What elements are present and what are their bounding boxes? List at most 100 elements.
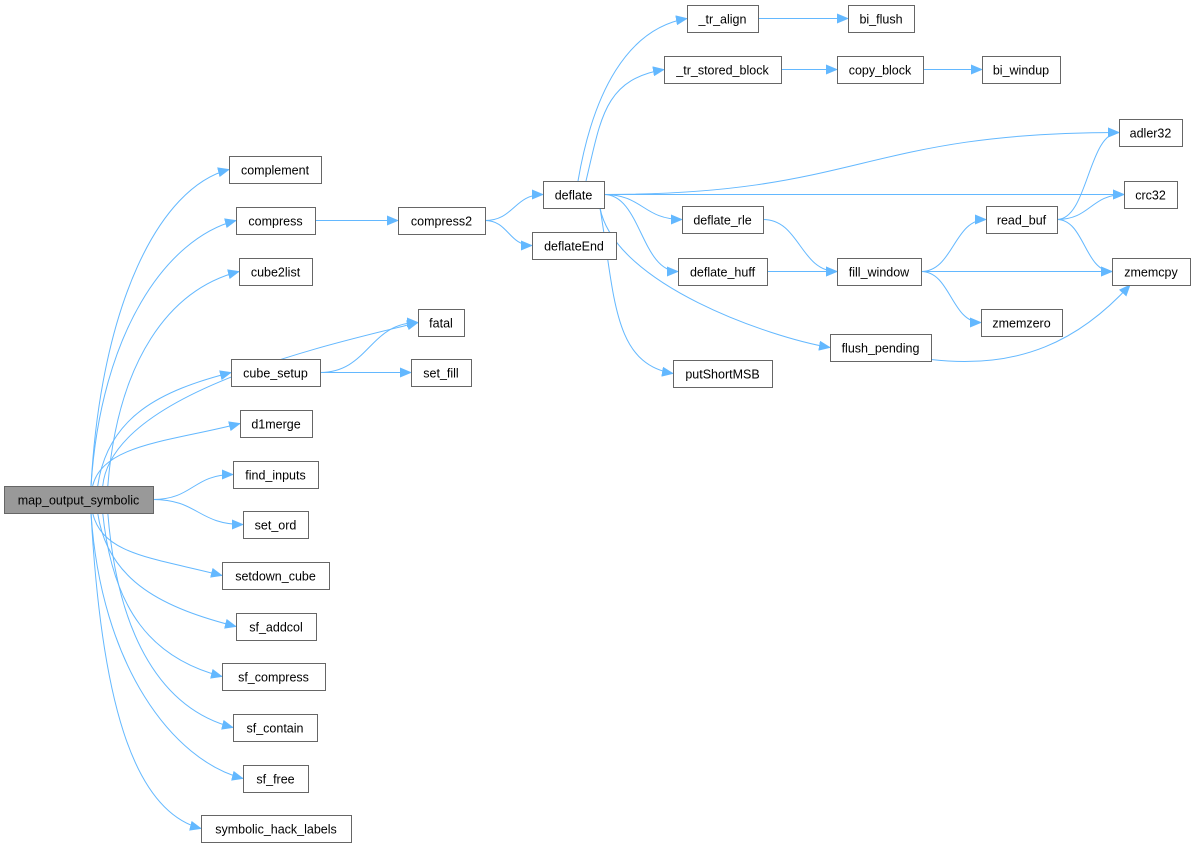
node-bi-flush[interactable]: bi_flush <box>848 5 915 33</box>
node-cube2list[interactable]: cube2list <box>239 258 313 286</box>
node-find-inputs[interactable]: find_inputs <box>233 461 319 489</box>
node-deflate-rle[interactable]: deflate_rle <box>682 206 764 234</box>
node-label: zmemzero <box>992 317 1050 331</box>
node-box <box>1119 119 1183 147</box>
edge-read_buf-to-zmemcpy <box>1056 219 1113 277</box>
node-box <box>837 56 924 84</box>
edge-flush_pending-to-zmemcpy <box>930 284 1131 363</box>
edge-compress2-to-deflate <box>484 189 544 221</box>
node-sf-compress[interactable]: sf_compress <box>222 663 326 691</box>
node-deflate-huff[interactable]: deflate_huff <box>678 258 768 286</box>
node-label: deflate_rle <box>693 214 751 228</box>
node-box <box>986 206 1058 234</box>
node-box <box>532 232 617 260</box>
edge-cube_setup-to-fatal <box>319 317 419 373</box>
node-box <box>240 410 313 438</box>
node-zmemzero[interactable]: zmemzero <box>981 309 1063 337</box>
edge-fill_window-to-read_buf <box>920 214 987 272</box>
node-box <box>243 765 309 793</box>
node-label: sf_contain <box>247 722 304 736</box>
node-label: cube_setup <box>243 367 308 381</box>
edge-deflate_rle-to-fill_window <box>762 219 838 277</box>
node-label: zmemcpy <box>1124 266 1178 280</box>
edge-map_output_symbolic-to-sf_addcol <box>97 512 237 629</box>
node-box <box>229 156 322 184</box>
node-fill-window[interactable]: fill_window <box>837 258 922 286</box>
node-box <box>233 461 319 489</box>
edge-map_output_symbolic-to-symbolic_hack_labels <box>90 512 202 831</box>
node-box <box>4 486 154 514</box>
node-map-output-symbolic[interactable]: map_output_symbolic <box>4 486 154 514</box>
node-read-buf[interactable]: read_buf <box>986 206 1058 234</box>
node-label: setdown_cube <box>235 570 316 584</box>
node-label: crc32 <box>1135 189 1166 203</box>
node-label: deflateEnd <box>544 240 604 254</box>
node-label: deflate <box>555 189 593 203</box>
edge-map_output_symbolic-to-complement <box>90 167 230 487</box>
node-flush-pending[interactable]: flush_pending <box>830 334 932 362</box>
node-bi-windup[interactable]: bi_windup <box>982 56 1061 84</box>
node-set-ord[interactable]: set_ord <box>243 511 309 539</box>
node-box <box>222 663 326 691</box>
node-label: set_fill <box>423 367 458 381</box>
node-deflateEnd[interactable]: deflateEnd <box>532 232 617 260</box>
edge-compress2-to-deflateEnd <box>484 220 533 251</box>
node-box <box>233 714 318 742</box>
edge-map_output_symbolic-to-d1merge <box>92 421 241 487</box>
node-sf-contain[interactable]: sf_contain <box>233 714 318 742</box>
node-label: sf_compress <box>238 671 309 685</box>
node-box <box>243 511 309 539</box>
edge-map_output_symbolic-to-sf_compress <box>102 512 223 679</box>
node-box <box>543 181 605 209</box>
node-box <box>418 309 465 337</box>
node-box <box>236 207 316 235</box>
edge-fill_window-to-zmemzero <box>920 271 982 328</box>
node-adler32[interactable]: adler32 <box>1119 119 1183 147</box>
node-complement[interactable]: complement <box>229 156 322 184</box>
node-putShortMSB[interactable]: putShortMSB <box>673 360 773 388</box>
node-box <box>231 359 321 387</box>
node-label: compress <box>248 215 302 229</box>
node-d1merge[interactable]: d1merge <box>240 410 313 438</box>
node-tr-stored-block[interactable]: _tr_stored_block <box>664 56 782 84</box>
node-box <box>687 5 759 33</box>
node-compress2[interactable]: compress2 <box>398 207 486 235</box>
node-label: flush_pending <box>842 342 920 356</box>
edge-read_buf-to-adler32 <box>1056 127 1120 220</box>
node-box <box>1124 181 1178 209</box>
node-label: deflate_huff <box>690 266 756 280</box>
node-label: cube2list <box>251 266 301 280</box>
node-crc32[interactable]: crc32 <box>1124 181 1178 209</box>
node-label: fill_window <box>849 266 910 280</box>
edge-map_output_symbolic-to-find_inputs <box>152 469 234 500</box>
edge-map_output_symbolic-to-setdown_cube <box>92 512 223 578</box>
node-sf-free[interactable]: sf_free <box>243 765 309 793</box>
node-box <box>236 613 317 641</box>
node-copy-block[interactable]: copy_block <box>837 56 924 84</box>
node-deflate[interactable]: deflate <box>543 181 605 209</box>
node-zmemcpy[interactable]: zmemcpy <box>1112 258 1191 286</box>
node-box <box>673 360 773 388</box>
node-fatal[interactable]: fatal <box>418 309 465 337</box>
node-compress[interactable]: compress <box>236 207 316 235</box>
node-label: sf_free <box>256 773 294 787</box>
node-box <box>837 258 922 286</box>
edge-deflate-to-_tr_align <box>577 15 688 182</box>
node-box <box>981 309 1063 337</box>
node-tr-align[interactable]: _tr_align <box>687 5 759 33</box>
node-label: bi_flush <box>859 13 902 27</box>
node-sf-addcol[interactable]: sf_addcol <box>236 613 317 641</box>
node-box <box>848 5 915 33</box>
node-label: map_output_symbolic <box>18 494 140 508</box>
node-setdown-cube[interactable]: setdown_cube <box>222 562 330 590</box>
node-set-fill[interactable]: set_fill <box>411 359 472 387</box>
node-label: compress2 <box>411 215 472 229</box>
edge-map_output_symbolic-to-set_ord <box>152 499 244 530</box>
node-symbolic-hack-labels[interactable]: symbolic_hack_labels <box>201 815 352 843</box>
node-label: fatal <box>429 317 453 331</box>
node-label: read_buf <box>997 214 1047 228</box>
node-box <box>411 359 472 387</box>
node-box <box>239 258 313 286</box>
node-cube-setup[interactable]: cube_setup <box>231 359 321 387</box>
edge-read_buf-to-crc32 <box>1056 189 1125 220</box>
